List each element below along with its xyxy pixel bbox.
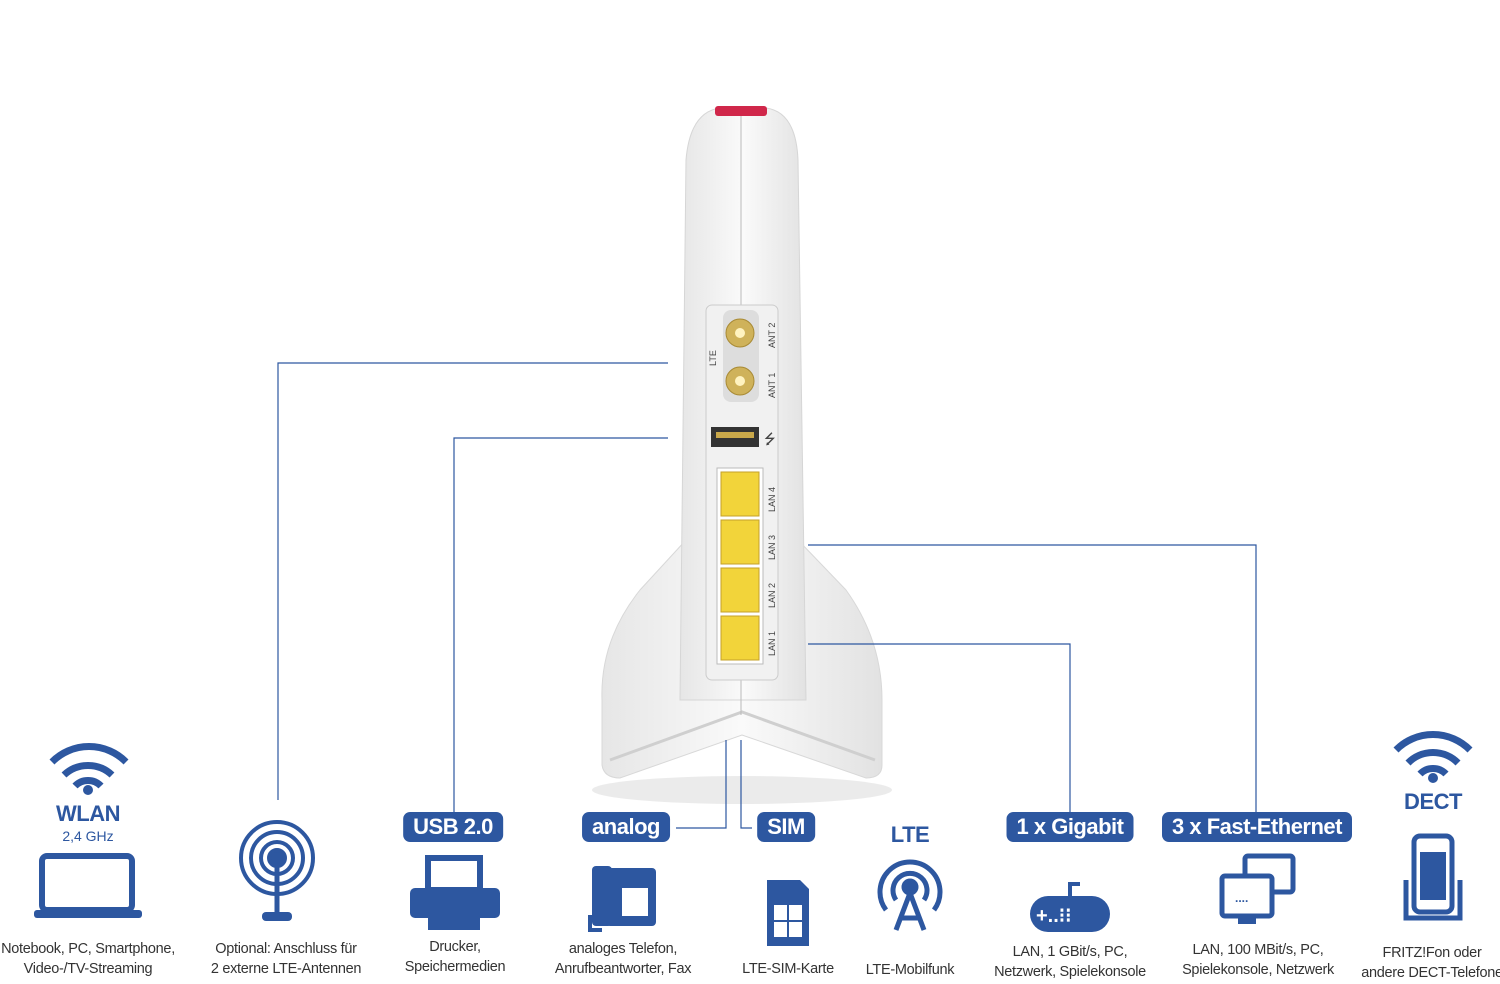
router-shadow xyxy=(592,776,892,804)
caption-line: analoges Telefon, xyxy=(568,941,678,957)
caption-line: LTE-SIM-Karte xyxy=(742,961,834,977)
wifi-icon xyxy=(1393,731,1473,783)
fast-ethernet-badge: 3 x Fast-Ethernet xyxy=(1162,812,1352,842)
svg-text:....: .... xyxy=(1235,891,1248,905)
router-red-button xyxy=(715,106,767,116)
line-usb xyxy=(453,437,668,812)
lte-caption: LTE-Mobilfunk xyxy=(866,960,955,980)
label-ant1: ANT 1 xyxy=(767,373,777,398)
gigabit-badge: 1 x Gigabit xyxy=(1006,812,1134,842)
sim-badge: SIM xyxy=(757,812,815,842)
analog-caption: analoges Telefon, Anrufbeantworter, Fax xyxy=(554,939,692,979)
fast-ethernet-caption: LAN, 100 MBit/s, PC, Spielekonsole, Netzw… xyxy=(1182,940,1334,980)
label-lan3: LAN 3 xyxy=(767,535,777,560)
antenna-icon xyxy=(239,820,315,921)
printer-icon xyxy=(410,855,500,930)
line-sim xyxy=(740,740,752,829)
line-antenna xyxy=(277,362,668,800)
connector-lines xyxy=(277,362,1257,829)
caption-line: FRITZ!Fon oder xyxy=(1382,945,1482,961)
sim-caption: LTE-SIM-Karte xyxy=(742,959,834,979)
label-lan2: LAN 2 xyxy=(767,583,777,608)
lan-port-4 xyxy=(720,471,760,517)
caption-line: LTE-Mobilfunk xyxy=(865,962,955,978)
caption-line: Spielekonsole, Netzwerk xyxy=(1182,962,1334,978)
caption-line: andere DECT-Telefone xyxy=(1361,965,1500,981)
laptop-icon xyxy=(34,853,142,918)
svg-text:+..⁝⁝: +..⁝⁝ xyxy=(1036,905,1072,927)
label-ant2: ANT 2 xyxy=(767,323,777,348)
monitors-icon: .... xyxy=(1219,853,1296,924)
gamepad-icon: +..⁝⁝ xyxy=(1030,882,1110,932)
line-fast-ethernet xyxy=(808,544,1257,812)
dect-title: DECT xyxy=(1404,789,1462,814)
label-lan1: LAN 1 xyxy=(767,631,777,656)
wlan-caption: Notebook, PC, Smartphone, Video-/TV-Strea… xyxy=(1,939,175,979)
wifi-icon xyxy=(49,743,129,795)
caption-line: LAN, 100 MBit/s, PC, xyxy=(1192,942,1324,958)
caption-line: Video-/TV-Streaming xyxy=(23,961,153,977)
analog-badge: analog xyxy=(582,812,670,842)
wlan-title: WLAN xyxy=(56,801,120,826)
line-gigabit xyxy=(808,643,1071,812)
caption-line: Optional: Anschluss für xyxy=(215,941,357,957)
usb-symbol-icon: ⭍ xyxy=(764,431,776,447)
caption-line: Notebook, PC, Smartphone, xyxy=(1,941,175,957)
sim-card-icon xyxy=(767,880,809,946)
caption-line: Netzwerk, Spielekonsole xyxy=(994,964,1146,980)
lan-port-1 xyxy=(720,615,760,661)
usb-caption: Drucker, Speichermedien xyxy=(405,937,506,977)
wlan-subtitle: 2,4 GHz xyxy=(62,828,114,844)
dect-phone-icon xyxy=(1403,833,1463,921)
caption-line: Speichermedien xyxy=(404,959,506,975)
desk-phone-icon xyxy=(588,866,656,932)
lan-port-2 xyxy=(720,567,760,613)
antenna-caption: Optional: Anschluss für 2 externe LTE-Ant… xyxy=(210,939,362,979)
dect-caption: FRITZ!Fon oder andere DECT-Telefone xyxy=(1361,943,1500,983)
gigabit-caption: LAN, 1 GBit/s, PC, Netzwerk, Spielekonsol… xyxy=(994,942,1146,982)
lan-port-3 xyxy=(720,519,760,565)
line-analog xyxy=(676,740,727,829)
caption-line: Anrufbeantworter, Fax xyxy=(554,961,692,977)
label-lte: LTE xyxy=(708,350,718,366)
cell-tower-icon xyxy=(877,859,943,931)
lte-title: LTE xyxy=(890,822,930,847)
label-lan4: LAN 4 xyxy=(767,487,777,512)
caption-line: LAN, 1 GBit/s, PC, xyxy=(1012,944,1128,960)
usb-badge: USB 2.0 xyxy=(403,812,503,842)
caption-line: Drucker, xyxy=(429,939,481,955)
caption-line: 2 externe LTE-Antennen xyxy=(210,961,362,977)
